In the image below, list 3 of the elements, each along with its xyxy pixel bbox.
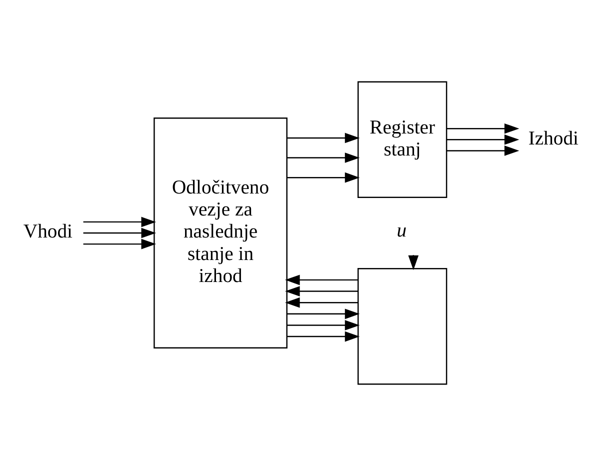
node-text: Izhodi bbox=[528, 126, 579, 149]
node-text: u bbox=[396, 218, 407, 241]
node-text: Vhodi bbox=[23, 220, 73, 242]
